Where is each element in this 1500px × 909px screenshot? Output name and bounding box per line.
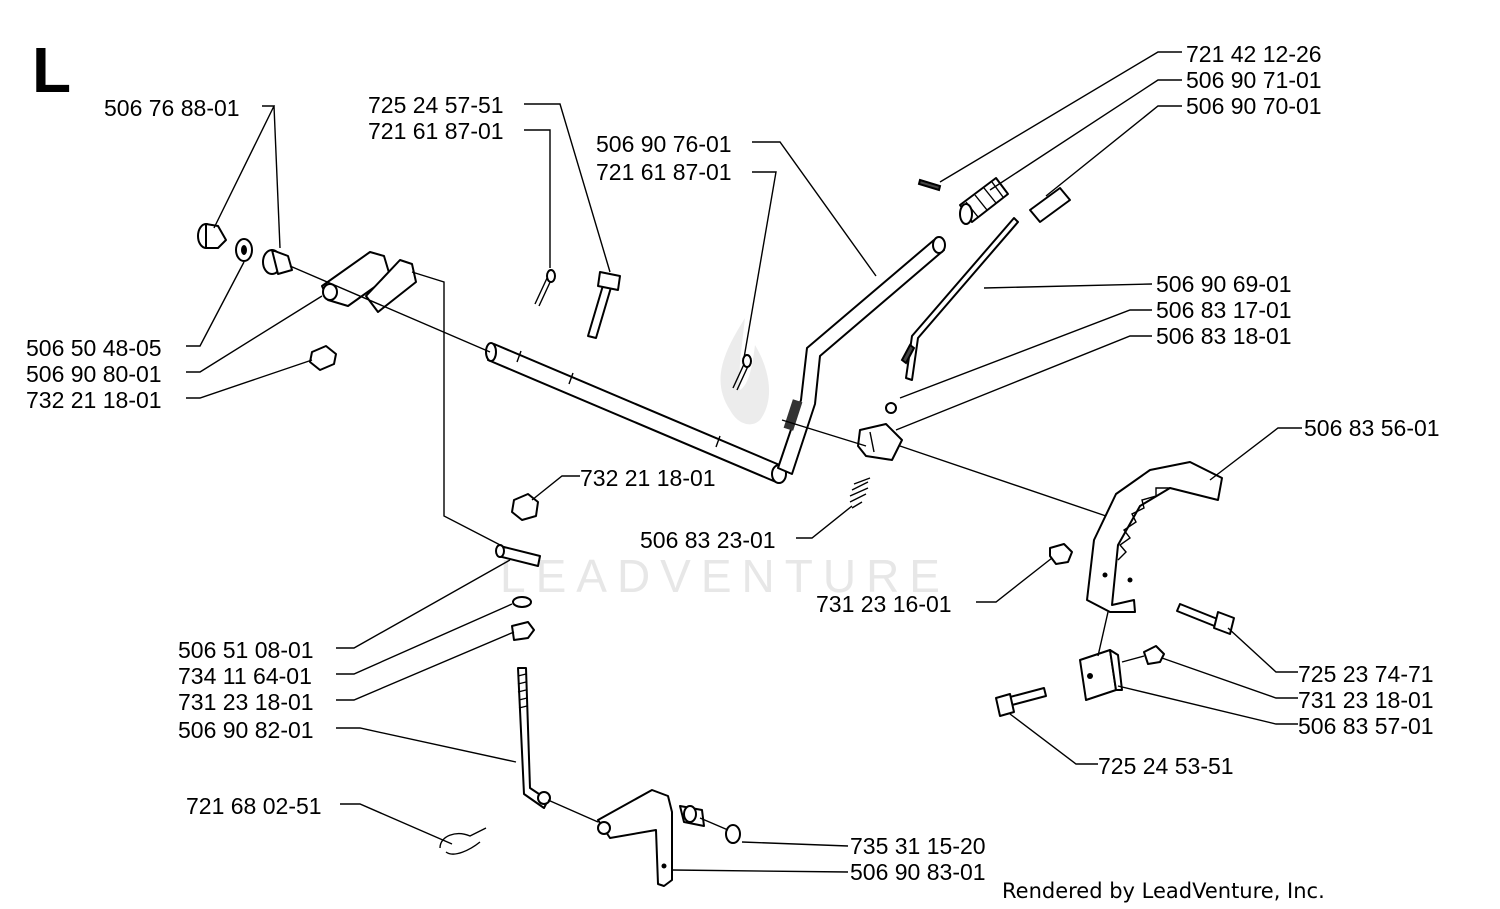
label-731-23-16-01: 731 23 16-01 [816, 591, 952, 617]
lever-arm [777, 236, 946, 475]
footer-credit: Rendered by LeadVenture, Inc. [1002, 879, 1325, 903]
mounting-block [1079, 649, 1123, 701]
label-506-90-82-01: 506 90 82-01 [178, 717, 314, 743]
label-725-24-53-51: 725 24 53-51 [1098, 753, 1234, 779]
label-506-50-48-05: 506 50 48-05 [26, 335, 162, 361]
part-drawings [197, 177, 1235, 887]
label-506-83-18-01: 506 83 18-01 [1156, 323, 1292, 349]
spring [849, 477, 871, 509]
label-506-83-56-01: 506 83 56-01 [1304, 415, 1440, 441]
bolts [587, 271, 1235, 717]
watermark: LEADVENTURE [500, 318, 950, 602]
button-and-rod [885, 187, 1071, 414]
label-734-11-64-01: 734 11 64-01 [178, 663, 312, 689]
label-506-90-70-01: 506 90 70-01 [1186, 93, 1322, 119]
label-725-24-57-51: 725 24 57-51 [368, 92, 504, 118]
pawl [857, 423, 903, 461]
label-732-21-18-01-a: 732 21 18-01 [26, 387, 162, 413]
label-731-23-18-01-d: 731 23 18-01 [1298, 687, 1434, 713]
label-725-23-74-71: 725 23 74-71 [1298, 661, 1434, 687]
snap-ring [725, 824, 741, 844]
label-506-76-88-01: 506 76 88-01 [104, 95, 240, 121]
hairpin-clip [439, 827, 487, 855]
label-506-83-17-01: 506 83 17-01 [1156, 297, 1292, 323]
quadrant [1086, 461, 1223, 613]
label-721-68-02-51: 721 68 02-51 [186, 793, 322, 819]
label-735-31-15-20: 735 31 15-20 [850, 833, 986, 859]
bushings [197, 223, 293, 275]
label-721-42-12-26: 721 42 12-26 [1186, 41, 1322, 67]
section-letter: L [32, 34, 71, 106]
pin [495, 544, 541, 567]
part-labels: 721 42 12-26 506 90 71-01 506 90 70-01 5… [26, 41, 1440, 885]
label-506-90-83-01: 506 90 83-01 [850, 859, 986, 885]
grip [917, 177, 1009, 225]
label-721-61-87-01-b: 721 61 87-01 [596, 159, 732, 185]
label-731-23-18-01-c: 731 23 18-01 [178, 689, 314, 715]
label-732-21-18-01-b: 732 21 18-01 [580, 465, 716, 491]
watermark-text: LEADVENTURE [500, 550, 950, 602]
label-506-90-80-01: 506 90 80-01 [26, 361, 162, 387]
label-506-90-76-01: 506 90 76-01 [596, 131, 732, 157]
nuts [309, 345, 1165, 665]
lower-bracket [597, 789, 705, 887]
threaded-rod [517, 667, 551, 809]
label-506-83-57-01: 506 83 57-01 [1298, 713, 1434, 739]
label-721-61-87-01-a: 721 61 87-01 [368, 118, 504, 144]
label-506-90-71-01: 506 90 71-01 [1186, 67, 1322, 93]
label-506-90-69-01: 506 90 69-01 [1156, 271, 1292, 297]
leader-lines [186, 51, 1302, 873]
clevis-bracket [321, 251, 417, 313]
cotter-pins [534, 269, 752, 391]
main-shaft [485, 342, 787, 484]
label-506-51-08-01: 506 51 08-01 [178, 637, 314, 663]
label-506-83-23-01: 506 83 23-01 [640, 527, 776, 553]
